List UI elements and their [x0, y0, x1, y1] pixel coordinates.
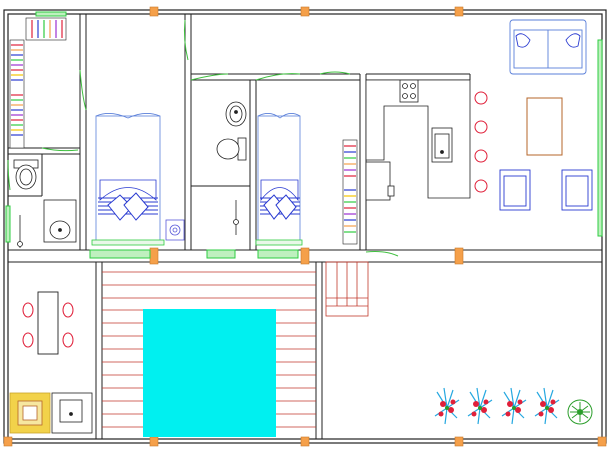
door-swings	[7, 19, 399, 257]
bed-2	[255, 113, 303, 246]
bbq-grill	[9, 392, 51, 434]
swimming-pool	[143, 309, 276, 437]
kitchen-counter	[365, 79, 471, 201]
outdoor-sink	[51, 392, 93, 434]
sofa	[509, 19, 587, 75]
potted-plant	[534, 387, 560, 425]
potted-plant	[434, 387, 460, 425]
round-plant-pot	[567, 399, 593, 425]
structural-columns	[3, 6, 607, 447]
armchairs	[499, 169, 593, 211]
bed-1	[91, 113, 165, 246]
bedroom-2-shelving	[342, 139, 358, 245]
bedside-table	[165, 219, 185, 241]
windows	[5, 11, 603, 259]
left-bathroom-fixtures	[13, 159, 77, 248]
exterior-walls	[3, 9, 607, 444]
bar-stools	[474, 91, 488, 193]
coffee-table	[526, 97, 563, 156]
stairs	[325, 261, 369, 317]
potted-plant	[467, 387, 493, 425]
center-bathroom-fixtures	[216, 101, 247, 235]
closet-shelving	[9, 17, 67, 149]
terrace-chairs	[22, 302, 74, 348]
potted-plant	[501, 387, 527, 425]
terrace-dining-table	[37, 291, 59, 355]
